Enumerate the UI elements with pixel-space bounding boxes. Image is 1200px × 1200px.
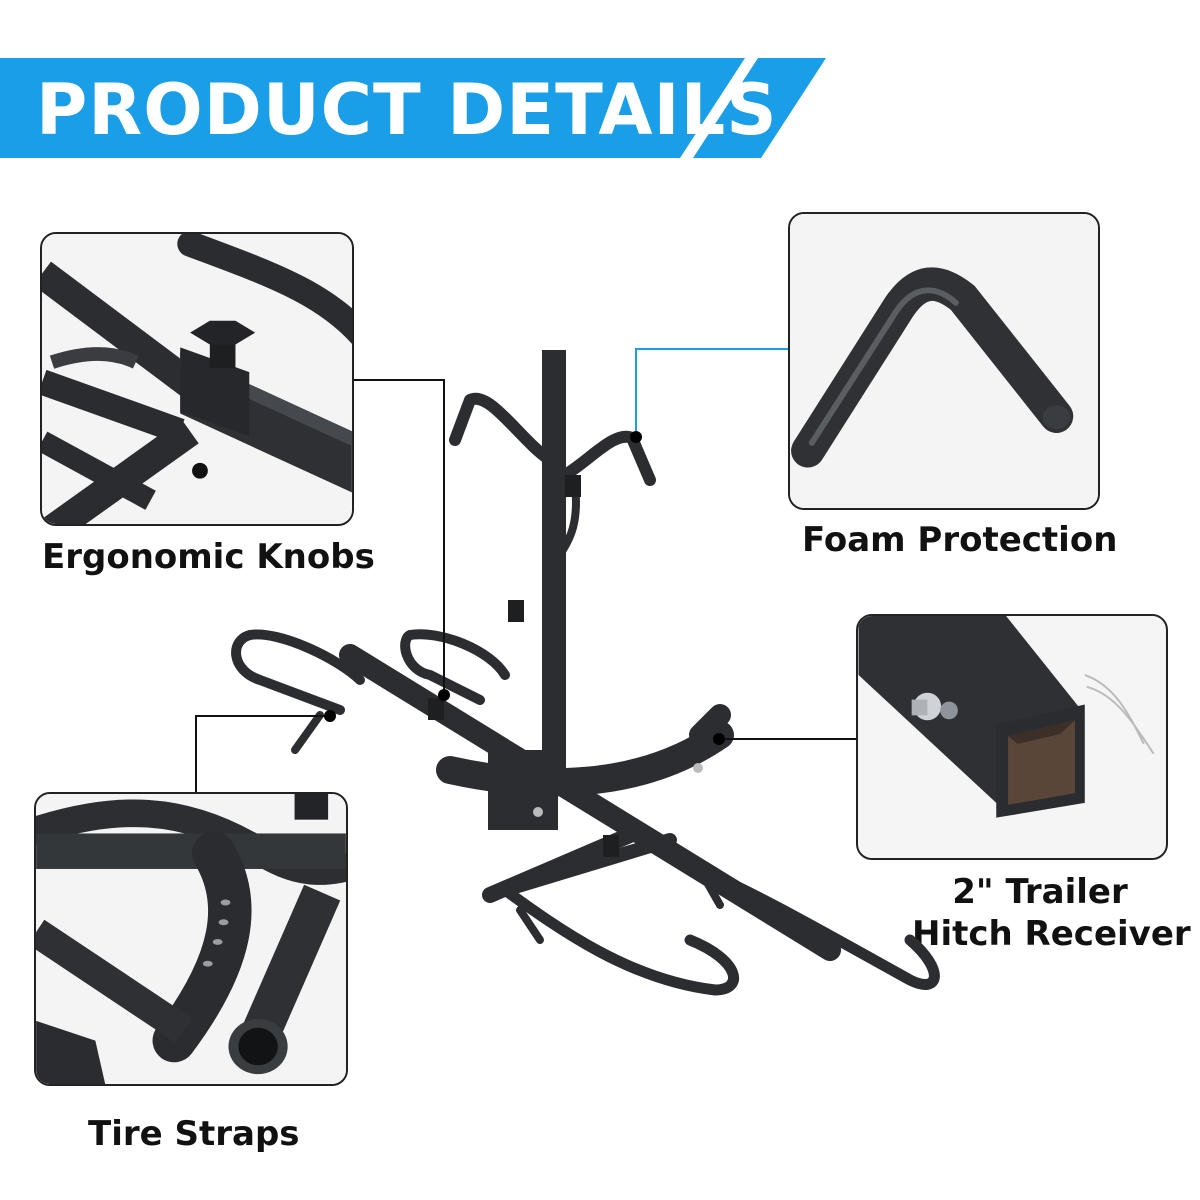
caption-tire-straps: Tire Straps bbox=[88, 1114, 300, 1154]
detail-box-ergonomic-knobs bbox=[40, 232, 354, 526]
tire-strap-closeup-icon bbox=[36, 794, 346, 1084]
caption-hitch-receiver-line-1: 2" Trailer bbox=[952, 872, 1128, 912]
caption-ergonomic-knobs: Ergonomic Knobs bbox=[42, 537, 375, 577]
detail-box-hitch-receiver bbox=[856, 614, 1168, 860]
ergonomic-knob-closeup-icon bbox=[42, 234, 352, 524]
caption-hitch-receiver-line-2: Hitch Receiver bbox=[912, 914, 1191, 954]
banner-main-stripe bbox=[0, 58, 745, 158]
detail-box-foam-protection bbox=[788, 212, 1100, 510]
detail-box-tire-straps bbox=[34, 792, 348, 1086]
page-title: PRODUCT DETAILS bbox=[36, 69, 778, 151]
bike-rack-product-image bbox=[220, 330, 980, 1050]
banner-background bbox=[0, 58, 826, 158]
banner-accent-stripe bbox=[693, 58, 826, 158]
header-banner: PRODUCT DETAILS bbox=[0, 0, 1200, 180]
hitch-receiver-closeup-icon bbox=[858, 616, 1166, 858]
foam-arm-closeup-icon bbox=[790, 214, 1098, 508]
hitch-bike-rack-icon bbox=[231, 350, 940, 996]
caption-foam-protection: Foam Protection bbox=[802, 520, 1118, 560]
